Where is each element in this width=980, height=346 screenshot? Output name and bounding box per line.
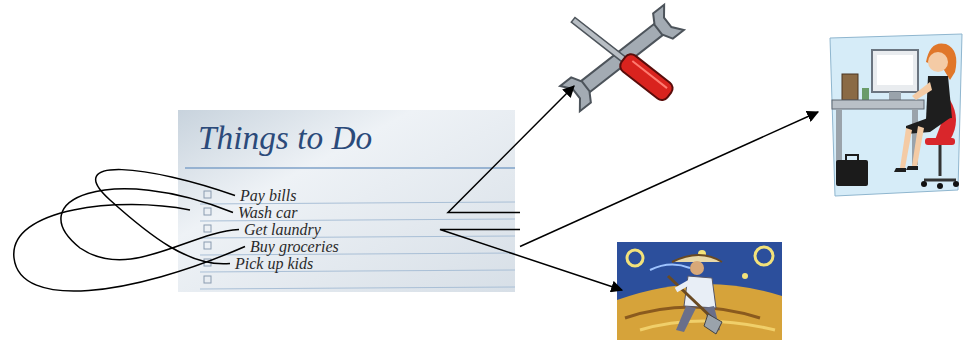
loop-line	[14, 205, 245, 292]
leader-arrow	[448, 86, 574, 213]
todo-item: Buy groceries	[250, 238, 515, 255]
list-title: Things to Do	[198, 118, 515, 158]
tools-icon	[560, 5, 684, 111]
loop-line	[61, 189, 239, 260]
leader-arrow	[440, 230, 622, 291]
todo-item: Pick up kids	[235, 255, 515, 272]
todo-list: Things to Do Pay billsWash carGet laundry…	[178, 110, 515, 292]
office-worker-icon	[830, 34, 962, 196]
todo-item: Pay bills	[240, 187, 515, 204]
todo-paper	[178, 110, 515, 292]
leader-arrow	[520, 112, 818, 247]
farmer-icon	[617, 242, 782, 340]
todo-item: Get laundry	[244, 221, 515, 238]
todo-item: Wash car	[238, 204, 515, 221]
